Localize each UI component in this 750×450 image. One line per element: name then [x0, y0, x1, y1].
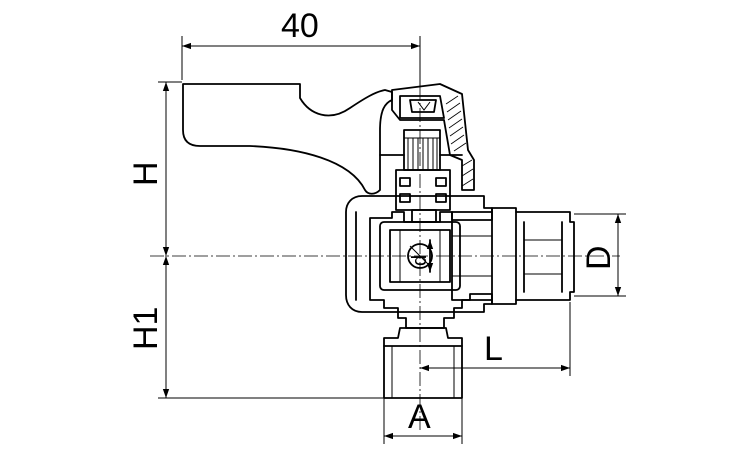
- dimension-bore: d: [409, 240, 434, 272]
- valve-stem: [379, 129, 463, 223]
- valve-handle: [182, 83, 393, 195]
- cap-hatching: [445, 95, 474, 187]
- label-h1: H1: [127, 307, 165, 350]
- label-l: L: [484, 330, 503, 368]
- valve-inlet: [383, 327, 463, 399]
- dimension-inlet-width: A: [383, 398, 463, 444]
- center-lines: [150, 86, 620, 430]
- label-bore-d: d: [409, 255, 431, 266]
- valve-cap: [391, 83, 475, 191]
- label-a: A: [408, 398, 431, 436]
- dimension-length: L: [420, 302, 571, 376]
- dimension-height-upper: H: [127, 81, 182, 256]
- label-d: D: [580, 245, 618, 270]
- label-h: H: [127, 161, 165, 186]
- dimension-width-top: 40: [181, 7, 421, 86]
- dimension-height-lower: H1: [127, 256, 384, 399]
- dimension-outlet-diameter: D: [574, 213, 626, 297]
- label-40: 40: [281, 7, 319, 45]
